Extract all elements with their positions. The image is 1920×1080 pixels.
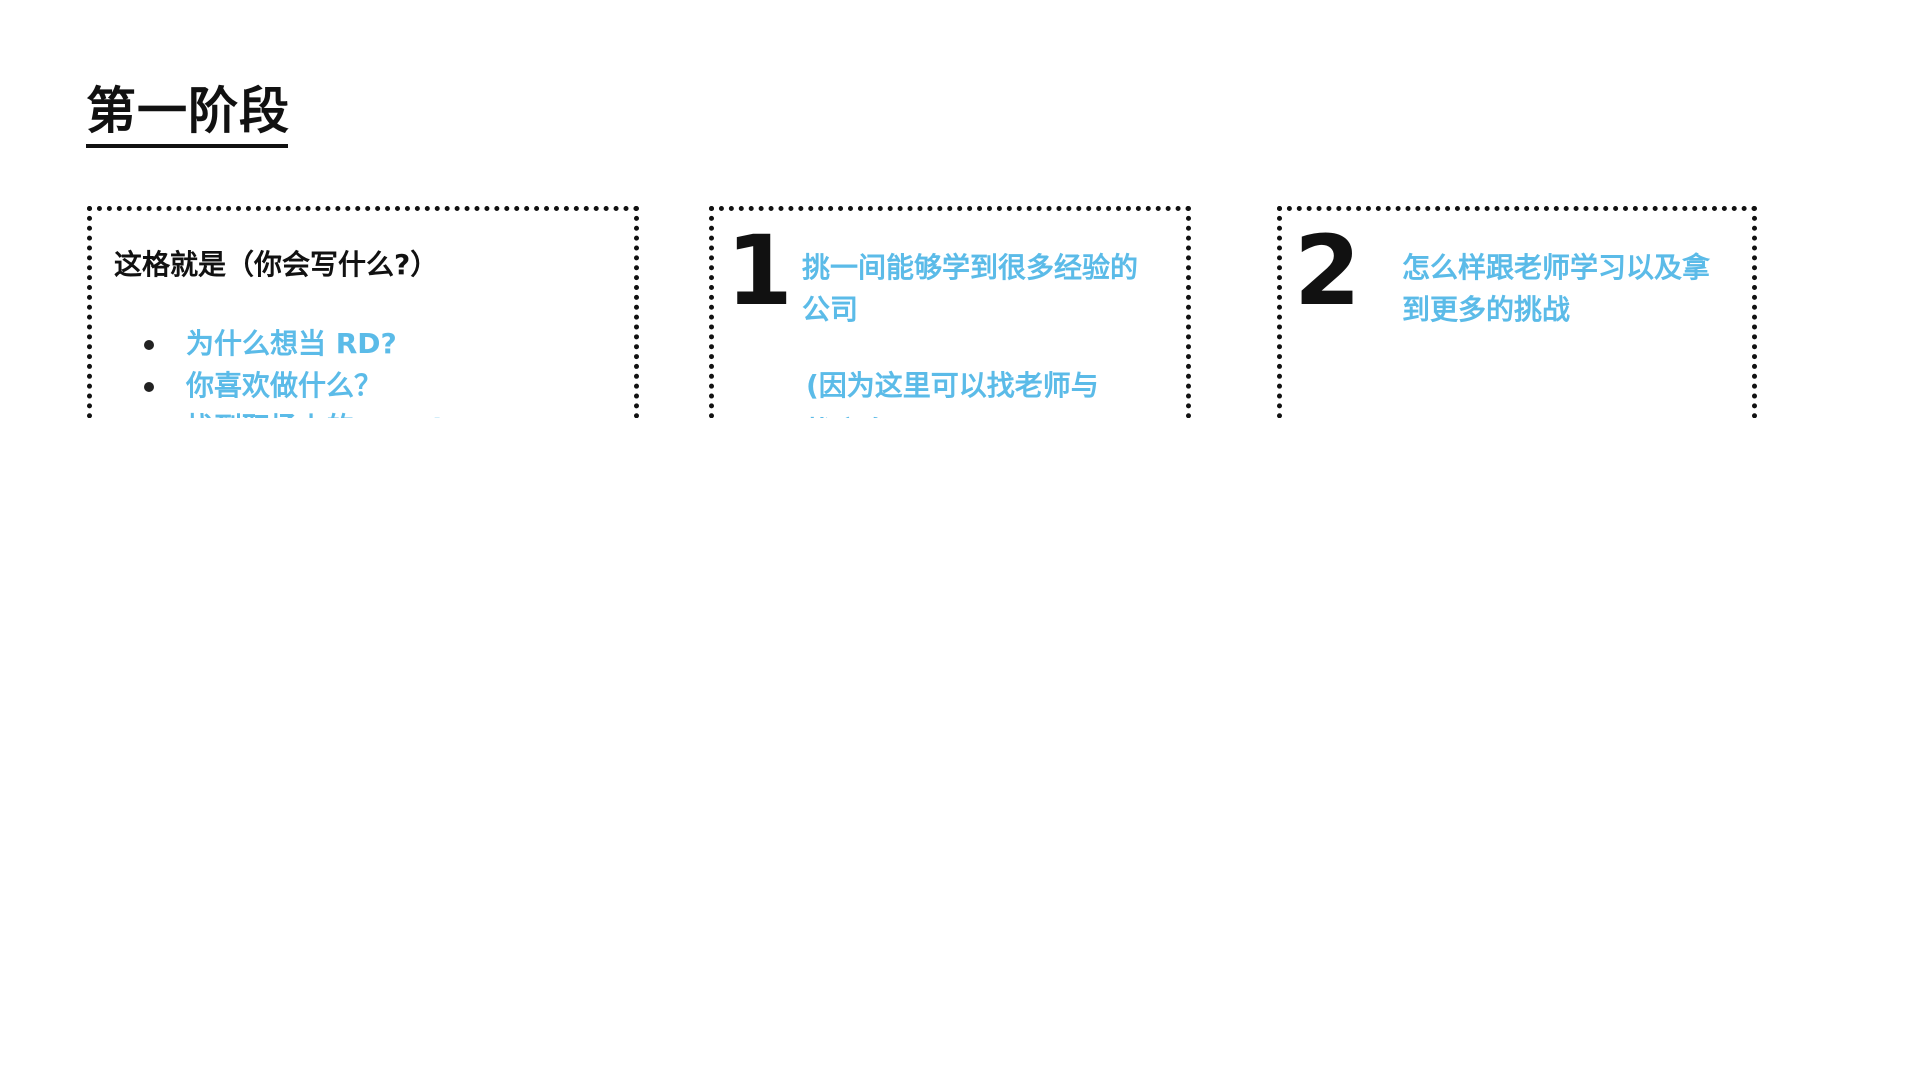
page-title: 第一阶段 — [86, 82, 290, 140]
step-text: 怎么样跟老师学习以及拿到更多的挑战 — [1402, 251, 1711, 326]
list-item-text: 为什么想当 RD? — [186, 327, 397, 360]
intro-card: 这格就是（你会写什么?） 为什么想当 RD? 你喜欢做什么？ 找到职场上的 me… — [87, 206, 639, 418]
bullet-icon — [144, 340, 154, 350]
step-2-card: 2 怎么样跟老师学习以及拿到更多的挑战 — [1277, 206, 1757, 418]
step-1-card: 1 挑一间能够学到很多经验的公司 (因为这里可以找老师与找方向) — [709, 206, 1191, 418]
step-number: 1 — [726, 215, 793, 327]
bullet-icon — [144, 382, 154, 392]
slide-content-area: 这格就是（你会写什么?） 为什么想当 RD? 你喜欢做什么？ 找到职场上的 me… — [0, 0, 1920, 418]
list-item-text: 你喜欢做什么？ — [186, 369, 383, 402]
title-underline — [86, 144, 288, 148]
list-item-text: 找到职场上的 mentor — [186, 407, 478, 418]
step-text: 挑一间能够学到很多经验的公司 — [802, 251, 1139, 326]
step-note: (因为这里可以找老师与找方向) — [806, 369, 1099, 418]
intro-heading: 这格就是（你会写什么?） — [114, 248, 439, 281]
step-number: 2 — [1294, 215, 1361, 327]
